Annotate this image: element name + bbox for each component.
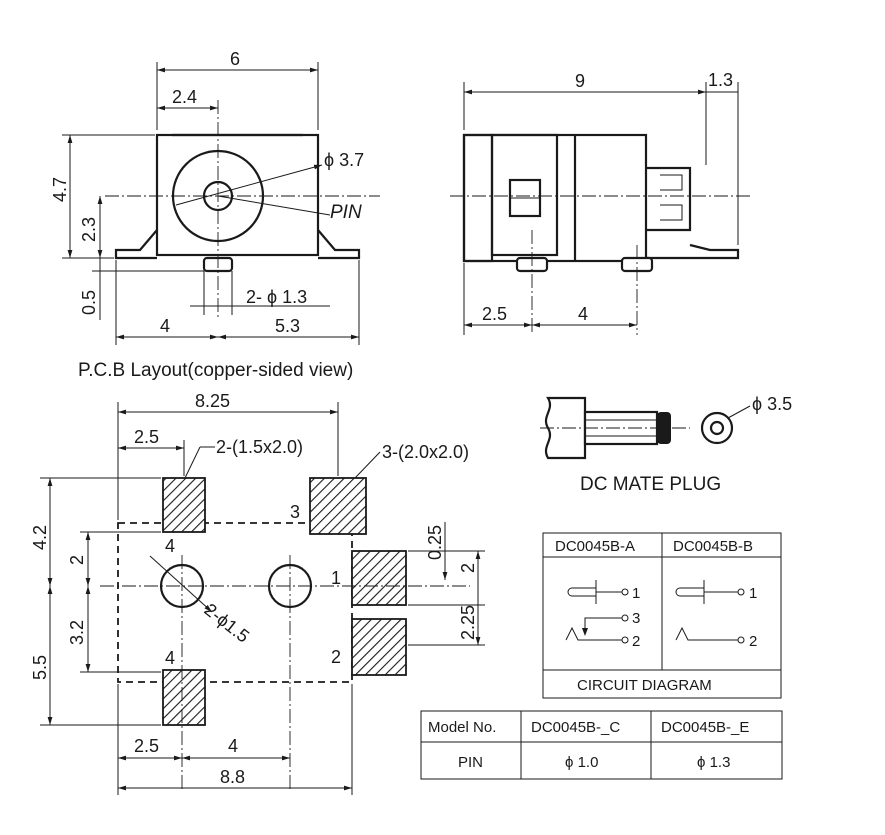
- circuit-col-a-header: DC0045B-A: [555, 538, 635, 555]
- dim-total-width-top-label: 8.25: [195, 391, 230, 411]
- dim-center-height-label: 2.3: [79, 217, 99, 242]
- dim-height-label: 4.7: [50, 177, 70, 202]
- symbol-a-switch-icon: [584, 617, 622, 635]
- dim-first-pin-label: 2.5: [482, 304, 507, 324]
- hole-note-label: 2-ϕ1.5: [201, 599, 254, 646]
- symbol-a-pin-icon: [567, 587, 596, 597]
- large-pad-leader: [354, 451, 381, 479]
- dim-left-label: 4: [160, 316, 170, 336]
- hole-dia-label: ϕ 3.7: [324, 150, 364, 170]
- symbol-b-sleeve-icon: [675, 626, 738, 641]
- large-pad-note: 3-(2.0x2.0): [382, 442, 469, 462]
- dim-right-pad-label: 2: [458, 563, 478, 573]
- dim-right-lower-label: 2.25: [458, 605, 478, 640]
- pad-3: [309, 477, 367, 535]
- dim-pin-dia-label: 2- ϕ 1.3: [246, 287, 307, 307]
- model-header-e: DC0045B-_E: [661, 719, 749, 736]
- dim-bottom-offset-label: 2.5: [134, 736, 159, 756]
- dim-total-width-bottom-label: 8.8: [220, 767, 245, 787]
- front-left-flange: [114, 229, 158, 260]
- dim-pad-offset-label: 2.5: [134, 427, 159, 447]
- front-right-flange: [317, 229, 361, 260]
- dim-right-label: 5.3: [275, 316, 300, 336]
- side-rear-contact: [646, 166, 692, 232]
- symbol-a-sleeve-icon: [565, 626, 622, 641]
- dim-upper-label: 4.2: [30, 525, 50, 550]
- pcb-body-outline: [117, 522, 353, 683]
- model-pin-c: ϕ 1.0: [565, 754, 598, 771]
- hole-dia-leader-pcb: [149, 555, 213, 613]
- side-mid-section: [490, 133, 559, 257]
- model-header-model: Model No.: [428, 719, 496, 736]
- plug-end-inner: [709, 420, 725, 436]
- dim-hole-gap-label: 3.2: [67, 620, 87, 645]
- small-pad-note: 2-(1.5x2.0): [216, 437, 303, 457]
- circuit-diagram-table: DC0045B-A DC0045B-B CIRCUIT DIAGRAM 1 2 …: [542, 532, 782, 699]
- dim-upper-pad-label: 2: [67, 555, 87, 565]
- dim-lower-label: 5.5: [30, 655, 50, 680]
- dim-pin-offset-label: 2.4: [172, 87, 197, 107]
- pin-leader: [217, 195, 331, 216]
- pcb-layout-title: P.C.B Layout(copper-sided view): [78, 360, 353, 381]
- model-row-pin-label: PIN: [458, 754, 483, 771]
- pad-number-3: 3: [290, 502, 300, 522]
- pad-1: [351, 550, 407, 606]
- side-view: 9 1.3 2.5 4: [450, 70, 750, 335]
- plug-title: DC MATE PLUG: [580, 474, 721, 495]
- pad-2: [351, 618, 407, 676]
- side-rear-flange: [646, 243, 740, 260]
- pad-number-1: 1: [331, 568, 341, 588]
- pin-label: PIN: [330, 202, 362, 223]
- pad-4-top: [162, 477, 206, 533]
- pad-number-4-bottom: 4: [165, 648, 175, 668]
- model-table: Model No. DC0045B-_C DC0045B-_E PIN ϕ 1.…: [420, 710, 783, 780]
- dc-mate-plug: ϕ 3.5 DC MATE PLUG: [540, 394, 792, 495]
- circuit-col-b-header: DC0045B-B: [673, 538, 753, 555]
- terminal-b-1: 1: [749, 585, 757, 602]
- hole-dia-leader: [175, 164, 323, 206]
- dim-width-label: 6: [230, 49, 240, 69]
- pad-number-4-top: 4: [165, 536, 175, 556]
- dim-bottom-spacing-label: 4: [228, 736, 238, 756]
- plug-end-outer: [700, 411, 734, 445]
- pad-number-2: 2: [331, 647, 341, 667]
- pcb-layout: 2-ϕ1.5 1 2 3 4 4 8.25 2.5 2-(1.5x2.0) 3-…: [30, 391, 485, 795]
- front-view: ϕ 3.7 PIN 6 2.4 4.7 2.3 0.5 2- ϕ 1.3 4: [50, 49, 380, 345]
- symbol-b-pin-icon: [675, 587, 704, 597]
- terminal-a-2: 2: [632, 633, 640, 650]
- dim-pin-spacing-label: 4: [578, 304, 588, 324]
- terminal-a-3: 3: [632, 610, 640, 627]
- model-pin-e: ϕ 1.3: [697, 754, 730, 771]
- pad-4-bottom: [162, 669, 206, 726]
- terminal-a-1: 1: [632, 585, 640, 602]
- terminal-b-2: 2: [749, 633, 757, 650]
- small-pad-leader: [184, 446, 201, 479]
- dim-right-gap-label: 0.25: [425, 525, 445, 560]
- dim-overhang-label: 1.3: [708, 70, 733, 90]
- model-header-c: DC0045B-_C: [531, 719, 620, 736]
- plug-dia-label: ϕ 3.5: [752, 394, 792, 414]
- dim-length-label: 9: [575, 71, 585, 91]
- dim-pin-depth-label: 0.5: [79, 290, 99, 315]
- circuit-caption: CIRCUIT DIAGRAM: [577, 677, 712, 694]
